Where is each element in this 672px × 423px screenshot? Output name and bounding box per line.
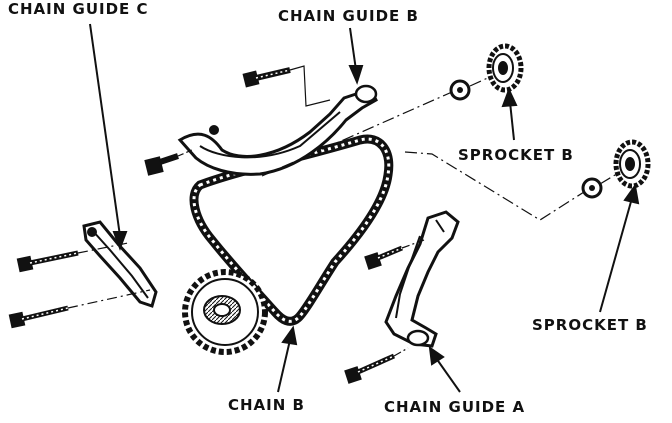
guide-b-bolt-upper	[242, 67, 291, 88]
crank-sprocket	[182, 269, 268, 355]
label-chain-guide-b: CHAIN GUIDE B	[278, 7, 419, 25]
guide-b-bolt-lower	[144, 153, 179, 176]
sprocket-b-lower	[613, 139, 651, 189]
sprocket-b-upper	[486, 43, 524, 93]
sprocket-b-upper-bolt	[449, 79, 471, 101]
label-chain-guide-a: CHAIN GUIDE A	[384, 398, 526, 416]
label-chain-b: CHAIN B	[228, 396, 305, 414]
shaft-center-lines	[261, 75, 621, 221]
label-sprocket-b-lower: SPROCKET B	[532, 316, 648, 334]
chain-guide-b	[177, 84, 378, 176]
label-sprocket-b-upper: SPROCKET B	[458, 146, 574, 164]
guide-b-alignment-lines	[177, 65, 331, 157]
guide-a-bolt-lower	[344, 353, 396, 384]
chain-guide-c	[82, 220, 158, 308]
guide-c-bolt-upper	[16, 250, 79, 273]
leader-arrows	[89, 23, 640, 393]
chain-b	[189, 134, 394, 326]
sprocket-b-lower-bolt	[581, 177, 603, 199]
chain-guide-a	[384, 210, 460, 348]
guide-a-bolt-upper	[364, 245, 403, 270]
label-chain-guide-c: CHAIN GUIDE C	[8, 0, 149, 18]
guide-c-bolt-lower	[8, 305, 69, 329]
guide-a-alignment-lines	[393, 239, 425, 357]
